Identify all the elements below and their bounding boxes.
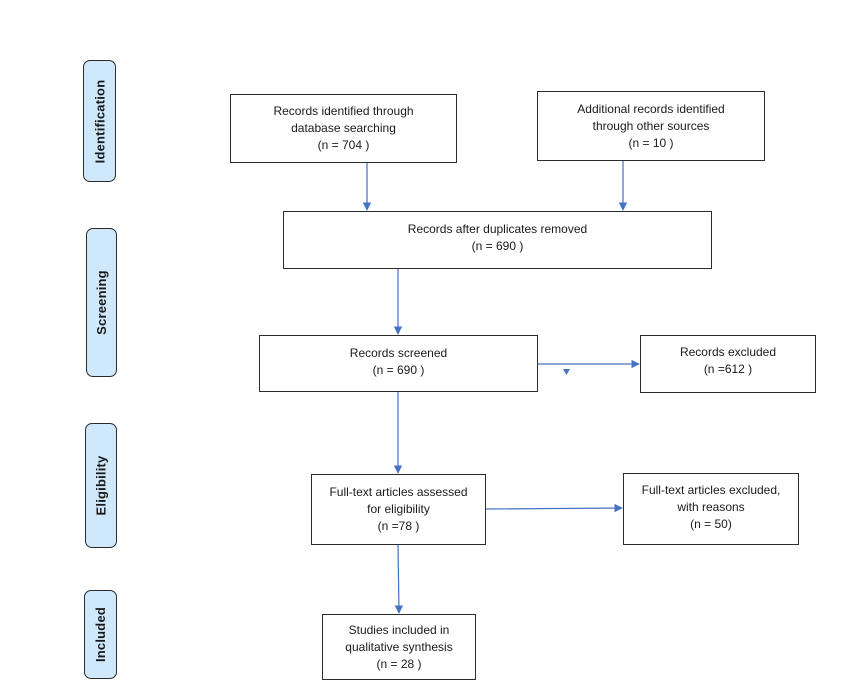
stage-label-identification-text: Identification — [92, 79, 108, 163]
box-line: (n = 50) — [690, 517, 732, 531]
stage-label-eligibility-text: Eligibility — [93, 455, 109, 516]
box-after-duplicates: Records after duplicates removed (n = 69… — [283, 211, 712, 269]
arrow-fulltext-to-excluded — [485, 503, 623, 513]
box-line: Records excluded — [679, 345, 777, 359]
stage-label-included-text: Included — [93, 606, 108, 663]
box-line: Records identified through — [273, 104, 414, 118]
box-fulltext-excluded: Full-text articles excluded, with reason… — [623, 473, 799, 545]
box-line: qualitative synthesis — [345, 639, 453, 654]
box-line: Studies included in — [348, 622, 450, 637]
stray-arrow-marker — [563, 369, 570, 375]
box-line: database searching — [291, 121, 396, 135]
box-line: (n = 10 ) — [628, 135, 674, 150]
box-line: Records screened — [349, 346, 448, 360]
box-studies-included: Studies included in qualitative synthesi… — [322, 614, 476, 680]
box-line: with reasons — [677, 500, 745, 514]
box-records-screened: Records screened (n = 690 ) — [259, 335, 538, 392]
stage-label-eligibility: Eligibility — [85, 423, 117, 548]
box-line: Full-text articles excluded, — [641, 483, 781, 497]
box-other-sources: Additional records identified through ot… — [537, 91, 765, 161]
box-records-excluded: Records excluded (n =612 ) — [640, 335, 816, 393]
stage-label-identification: Identification — [83, 60, 116, 182]
box-line: (n =78 ) — [377, 519, 420, 533]
box-line: (n = 690 ) — [372, 363, 425, 377]
box-line: (n = 28 ) — [376, 656, 422, 671]
box-line: Records after duplicates removed — [407, 222, 588, 236]
box-line: (n =612 ) — [703, 362, 753, 376]
box-fulltext-assessed: Full-text articles assessed for eligibil… — [311, 474, 486, 545]
arrow-fulltext-to-included — [394, 544, 404, 614]
box-line: Additional records identified — [577, 101, 725, 116]
box-database-records: Records identified through database sear… — [230, 94, 457, 163]
box-line: (n = 704 ) — [317, 138, 370, 152]
stage-label-included: Included — [84, 590, 117, 679]
stage-label-screening: Screening — [86, 228, 117, 377]
box-line: Full-text articles assessed — [329, 485, 468, 499]
stage-label-screening-text: Screening — [94, 270, 109, 335]
box-line: for eligibility — [367, 502, 430, 516]
box-line: through other sources — [592, 118, 710, 133]
box-line: (n = 690 ) — [471, 239, 524, 253]
